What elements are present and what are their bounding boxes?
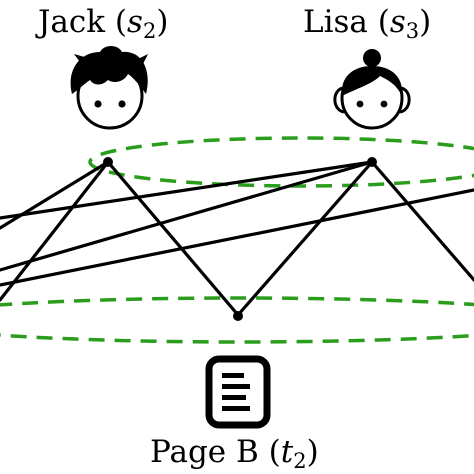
edge — [236, 160, 374, 317]
vertex-page-b — [233, 311, 243, 321]
vertices — [103, 157, 377, 321]
girl-face-icon — [333, 49, 411, 130]
edge — [106, 160, 240, 317]
dashed-ellipses — [0, 136, 474, 344]
page-b-label: Page B (t2) — [150, 434, 319, 473]
lisa-label: Lisa (s3) — [303, 4, 431, 43]
edge — [0, 160, 374, 272]
edge — [0, 160, 374, 220]
boy-face-icon — [70, 46, 148, 130]
bottom-dashed-ellipse — [0, 296, 474, 344]
edges — [0, 160, 474, 317]
document-icon — [205, 355, 271, 429]
edge — [370, 160, 474, 282]
vertex-jack — [103, 157, 113, 167]
edge — [0, 188, 474, 287]
vertex-lisa — [367, 157, 377, 167]
edge — [0, 160, 110, 302]
jack-label: Jack (s2) — [35, 4, 168, 43]
edge — [0, 160, 110, 230]
top-dashed-ellipse — [88, 136, 474, 188]
